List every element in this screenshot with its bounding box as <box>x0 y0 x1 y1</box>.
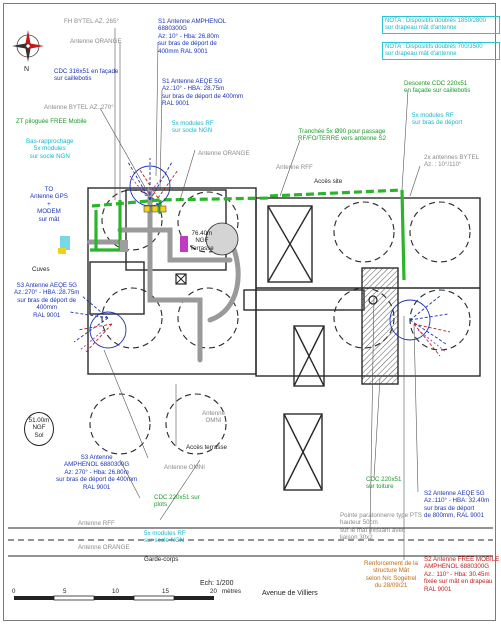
scale-tick-20: 20 <box>210 588 217 595</box>
label-antenne-orange-top: Antenne ORANGE <box>70 38 122 45</box>
label-pointe: Pointe paratonnerre type PTS hauteur 50c… <box>340 512 422 542</box>
label-s2-free: S2 Antenne FREE MOBILE AMPHENOL 6880300G… <box>424 556 500 593</box>
drawing-frame <box>3 3 496 621</box>
scale-bar <box>14 595 214 601</box>
label-cdc-plots: CDC 220x51 sur plots <box>154 494 200 509</box>
label-antenne-bytel-270: Antenne BYTEL AZ. 270° <box>44 104 114 111</box>
label-zt-free: ZT piloguée FREE Mobile <box>16 118 87 125</box>
dashed-circles <box>89 189 471 455</box>
label-acces-site: Accès site <box>314 178 343 185</box>
label-garde-corps: Garde-corps <box>144 556 179 563</box>
equipment-markers <box>58 205 378 305</box>
label-ngf-terrasse: 76.40m NGF Terrasse <box>190 230 214 252</box>
label-ngf-sol: 51.00m NGF Sol <box>24 412 54 446</box>
label-echelle: Ech: 1/200 <box>200 580 234 587</box>
label-s1-modules-rf: 5x modules RF sur socle NGN <box>172 120 214 135</box>
label-antenne-omni-1: Antenne OMNI <box>202 410 226 425</box>
scale-tick-15: 15 <box>162 588 169 595</box>
label-s2-modules-rf: 5x modules RF sur bras de déport <box>412 112 463 127</box>
label-fh-bytel: FH BYTEL AZ. 265° <box>64 18 119 25</box>
note-box-1: NOTA : Dispositifs doublés 1850/2800 sur… <box>382 16 500 34</box>
label-s3-aeqe: S3 Antenne AEQE 5G Az.:270° - HBA :28.75… <box>14 282 80 319</box>
label-antenne-orange-bottom: Antenne ORANGE <box>78 544 130 551</box>
label-cdc-toiture: CDC 220x51 sur toiture <box>366 476 402 491</box>
compass-rose-icon: N <box>12 30 44 73</box>
leader-lines <box>99 28 421 560</box>
label-s1-aeqe: S1 Antenne AEQE 5G Az.:10° - HBA: 28.75m… <box>162 78 244 108</box>
label-to-gps: TO Antenne GPS + MODEM sur mât <box>30 186 68 223</box>
walkways <box>87 187 241 363</box>
label-cdc-316: CDC 316x51 en façade sur caillebotis <box>54 68 119 83</box>
scale-tick-0: 0 <box>12 588 16 595</box>
label-antenne-rff-bottom: Antenne RFF <box>78 520 115 527</box>
main-building <box>87 187 481 491</box>
label-tranchee: Tranchée 5x Ø90 pour passage RF/FO/TERRE… <box>298 128 387 143</box>
label-acces-terrasse: Accès terrasse <box>186 444 227 451</box>
label-antenne-orange-mid: Antenne ORANGE <box>198 150 250 157</box>
label-descente-cdc: Descente CDC 220x51 en façade sur caille… <box>404 80 471 95</box>
scale-unit: mètres <box>222 588 241 595</box>
label-modules-rf-bottom: 5x modules RF sur socle NGN <box>144 530 186 545</box>
road <box>8 527 493 557</box>
svg-text:N: N <box>24 66 29 73</box>
label-cuves: Cuves <box>32 266 50 273</box>
scale-tick-10: 10 <box>112 588 119 595</box>
cable-route <box>90 188 406 281</box>
label-s1-amphenol: S1 Antenne AMPHENOL 6880300G Az: 10° - H… <box>158 18 227 55</box>
label-bytel-2x: 2x antennes BYTEL Az. : 10°/110° <box>424 154 480 169</box>
label-renforcement: Renforcement de la structure Mât selon N… <box>364 560 418 590</box>
note-box-2: NOTA : Dispositifs doublés 700/3500 sur … <box>382 42 500 60</box>
label-s3-amphenol: S3 Antenne AMPHENOL 6880300G Az: 270° - … <box>56 454 138 491</box>
scale-tick-5: 5 <box>63 588 67 595</box>
label-s2-aeqe: S2 Antenne AEQE 5G Az.:110° - HBA: 32.40… <box>424 490 490 520</box>
label-antenne-rff: Antenne RFF <box>276 164 313 171</box>
label-avenue: Avenue de Villiers <box>262 590 318 597</box>
antenna-sectors <box>69 158 451 357</box>
label-antenne-omni-2: Antenne OMNI <box>164 464 205 471</box>
label-bas-rapprochage: Bas-rapprochage 5x modules sur socle NGN <box>26 138 74 160</box>
